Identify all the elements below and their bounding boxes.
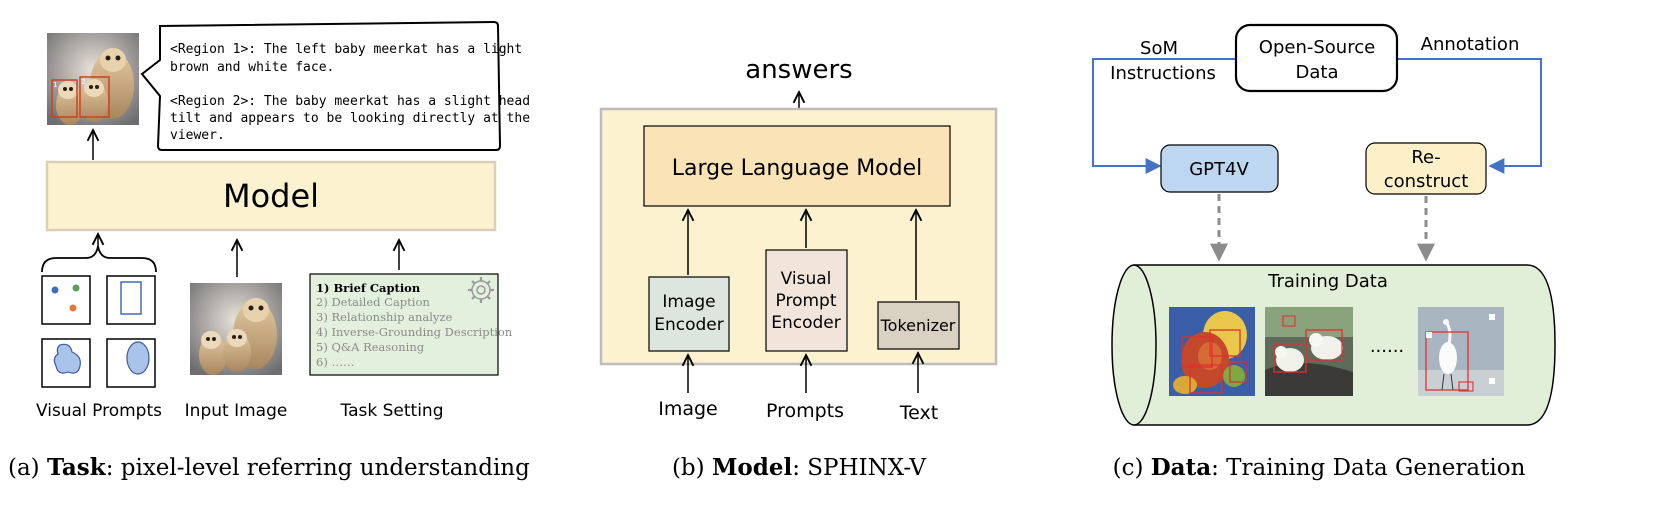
task-item: 5) Q&A Reasoning [316,340,425,354]
caption-a: (a) Task: pixel-level referring understa… [8,454,530,481]
answers-label: answers [745,55,852,85]
osd-line1: Open-Source [1259,37,1375,58]
image-encoder-box [648,276,730,352]
visual-prompt-ellipse [106,338,156,388]
gear-icon [468,277,494,303]
visual-prompt-encoder-box [765,249,848,352]
som-connector [1092,58,1236,174]
reconstruct-box [1365,142,1487,195]
reconstruct-line2: construct [1384,171,1469,192]
region1-line2: brown and white face. [170,60,334,75]
image-encoder-line2: Encoder [654,315,724,335]
vpe-line3: Encoder [771,313,841,333]
visual-prompts-label: Visual Prompts [36,401,162,421]
vpe-line2: Prompt [776,291,837,311]
task-item: 3) Relationship analyze [316,310,452,324]
task-item: 4) Inverse-Grounding Description [316,325,513,339]
som-line2: Instructions [1110,63,1216,84]
region-box-2 [79,76,110,118]
vpe-line1: Visual [781,269,832,289]
panel-b: answers Large Language Model Image Encod… [599,55,998,481]
gpt4v-label: GPT4V [1189,159,1249,180]
task-item: 1) Brief Caption [316,281,421,295]
region-box-1 [51,79,78,118]
open-source-data-box [1234,23,1399,93]
reconstruct-line1: Re- [1411,147,1440,168]
region2-line2: tilt and appears to be looking directly … [170,111,530,126]
annotation-connector [1397,58,1542,174]
model-label: Model [223,177,319,215]
input-image-text: Image [658,398,718,420]
region-box-1-label: 1 [53,81,57,89]
task-setting-box [309,273,499,376]
input-text-text: Text [899,402,938,424]
curly-brace [41,245,157,273]
meerkat-output-image: 1 2 [47,33,139,125]
annotation-label: Annotation [1421,34,1520,55]
image-encoder-line1: Image [662,292,715,312]
panel-c: SoM Instructions Annotation Open-Source … [1092,23,1556,481]
speech-bubble [140,20,502,151]
task-item: 6) …… [316,355,354,369]
panel-a: 1 2 <Region 1>: The left baby meerkat ha… [8,20,530,481]
task-setting-label: Task Setting [340,401,444,421]
training-data-label: Training Data [1267,271,1388,292]
region1-line1: <Region 1>: The left baby meerkat has a … [170,42,522,57]
training-sample-fruit [1169,307,1255,396]
caption-b: (b) Model: SPHINX-V [672,454,926,481]
osd-line2: Data [1296,62,1339,83]
caption-c: (c) Data: Training Data Generation [1113,454,1526,481]
llm-box [643,125,951,207]
training-sample-bird [1418,307,1504,396]
task-item: 2) Detailed Caption [316,295,430,309]
visual-prompt-points [41,275,91,325]
model-box [45,160,497,232]
region2-line1: <Region 2>: The baby meerkat has a sligh… [170,94,530,109]
visual-prompt-box [106,275,156,325]
ellipsis: ...... [1370,336,1404,357]
training-sample-dogs [1265,307,1353,396]
gpt4v-box [1160,144,1279,193]
llm-label: Large Language Model [672,156,923,181]
visual-prompt-scribble [41,338,91,388]
som-line1: SoM [1140,38,1178,59]
input-image-label: Input Image [185,401,288,421]
region-box-2-label: 2 [81,78,85,86]
tokenizer-label: Tokenizer [880,316,956,335]
meerkat-input-image [190,283,282,375]
region2-line3: viewer. [170,128,225,143]
input-prompts-text: Prompts [766,400,844,422]
tokenizer-box [877,301,960,350]
